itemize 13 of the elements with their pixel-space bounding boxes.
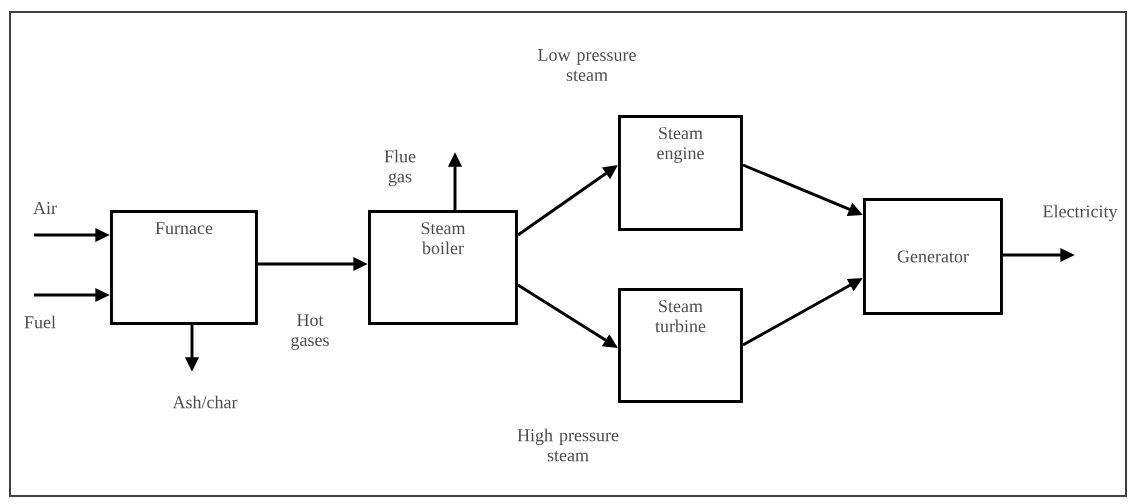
- process-box: Steam turbine: [618, 288, 743, 403]
- edge-label: Electricity: [1043, 204, 1118, 222]
- edge-label: Ash/char: [172, 395, 238, 409]
- flow-label: High pressure steam: [517, 428, 619, 462]
- edge-label: Hot gases: [291, 314, 329, 350]
- edge-label: Air: [33, 202, 57, 214]
- edge-label: Fuel: [24, 315, 56, 329]
- process-box: Furnace: [110, 210, 258, 325]
- process-box: Generator: [863, 198, 1003, 315]
- flow-label: Low pressure steam: [538, 49, 636, 81]
- edge-label: Flue gas: [384, 149, 416, 187]
- process-box: Steam boiler: [368, 210, 518, 325]
- process-box: Steam engine: [618, 115, 743, 231]
